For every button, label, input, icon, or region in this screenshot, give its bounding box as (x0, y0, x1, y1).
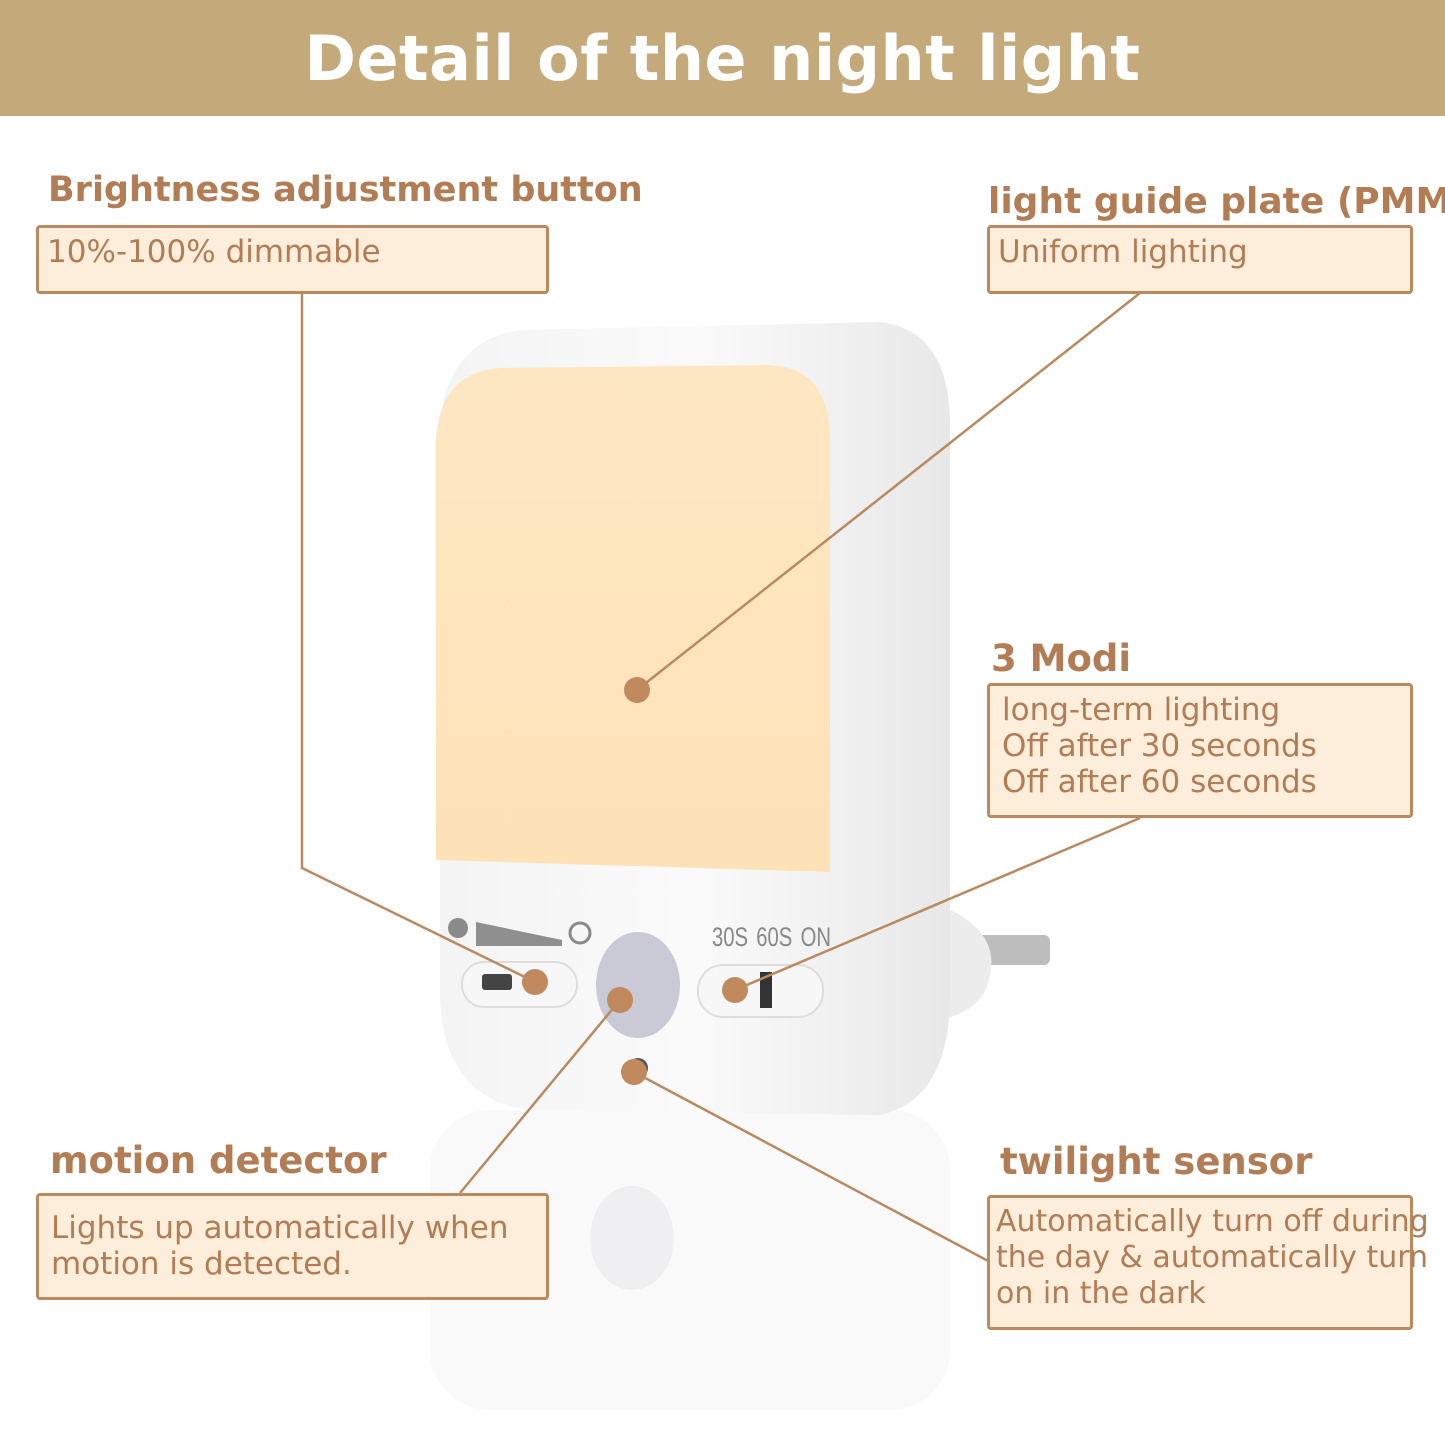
bright-sun-icon (568, 921, 592, 945)
brightness-dot (522, 969, 548, 995)
light-guide-line: Uniform lighting (998, 234, 1248, 270)
modes-title: 3 Modi (991, 637, 1132, 680)
light-guide-title: light guide plate (PMMA) (988, 181, 1445, 222)
brightness-ramp-icon (476, 922, 562, 946)
mode-label-on: ON (800, 922, 831, 952)
mode-dot (722, 977, 748, 1003)
modes-line: Off after 30 seconds (1002, 728, 1317, 764)
twilight-box: Automatically turn off during the day & … (987, 1195, 1429, 1330)
mode-label-30s: 30S (712, 922, 749, 952)
brightness-line: 10%-100% dimmable (47, 234, 381, 270)
brightness-title: Brightness adjustment button (48, 170, 643, 210)
mode-label-60s: 60S (756, 922, 793, 952)
header-banner: Detail of the night light (0, 0, 1445, 116)
twilight-dot (621, 1059, 647, 1085)
light-guide-plate (436, 365, 830, 872)
motion-line: motion is detected. (51, 1246, 352, 1282)
brightness-slider[interactable] (461, 961, 578, 1008)
modes-line: Off after 60 seconds (1002, 764, 1317, 800)
mode-labels: 30S 60S ON (712, 922, 831, 953)
leader-lines (300, 292, 1141, 1264)
plug-base (940, 905, 992, 1020)
motion-box: Lights up automatically when motion is d… (36, 1193, 549, 1300)
twilight-title: twilight sensor (1000, 1140, 1313, 1183)
modes-box: long-term lighting Off after 30 seconds … (987, 683, 1413, 818)
twilight-line: on in the dark (996, 1276, 1206, 1311)
dim-sun-icon (448, 918, 468, 938)
device-reflection (430, 1110, 950, 1410)
light-guide-dot (624, 677, 650, 703)
modes-line: long-term lighting (1002, 692, 1281, 728)
light-guide-box: Uniform lighting (987, 225, 1413, 294)
motion-line: Lights up automatically when (51, 1210, 509, 1246)
twilight-line: the day & automatically turn (996, 1240, 1429, 1275)
reflection-sensor (590, 1186, 674, 1290)
motion-title: motion detector (50, 1139, 387, 1182)
motion-sensor-lens (596, 932, 680, 1038)
page-title: Detail of the night light (304, 21, 1141, 95)
brightness-box: 10%-100% dimmable (36, 225, 549, 294)
mode-slot (760, 972, 772, 1008)
twilight-line: Automatically turn off during (996, 1204, 1429, 1239)
brightness-slot (482, 974, 512, 990)
motion-dot (607, 987, 633, 1013)
